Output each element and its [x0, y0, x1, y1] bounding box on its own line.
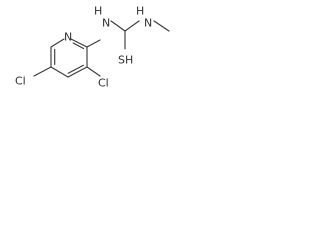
amine-hydrogen-label: H	[94, 5, 102, 18]
thiol-label: SH	[118, 54, 133, 67]
bond-nh-c	[110, 20, 126, 32]
bond-nh-ch3	[153, 20, 170, 32]
bond-n1-c2	[70, 38, 88, 48]
chemical-structure: N H N H N SH Cl Cl	[15, 5, 170, 90]
pyridine-ring	[50, 38, 88, 78]
bond-c3-cl	[86, 66, 101, 77]
bond-c6-n1	[50, 38, 65, 48]
amine-nitrogen-label: N	[102, 17, 110, 30]
ring-nitrogen-label: N	[64, 31, 72, 44]
chlorine-5-label: Cl	[15, 75, 26, 88]
methylamine-hydrogen-label: H	[136, 5, 144, 18]
bond-c4-c5	[50, 66, 69, 78]
bond-c2-nh	[86, 39, 101, 48]
bond-c3-c4	[67, 66, 88, 78]
bond-c3-c4-double	[67, 64, 85, 74]
bond-c5-cl	[33, 66, 52, 77]
bond-c-nh	[124, 20, 140, 32]
chlorine-3-label: Cl	[98, 77, 109, 90]
methylamine-nitrogen-label: N	[144, 17, 152, 30]
bond-n1-c2-double	[72, 42, 85, 50]
